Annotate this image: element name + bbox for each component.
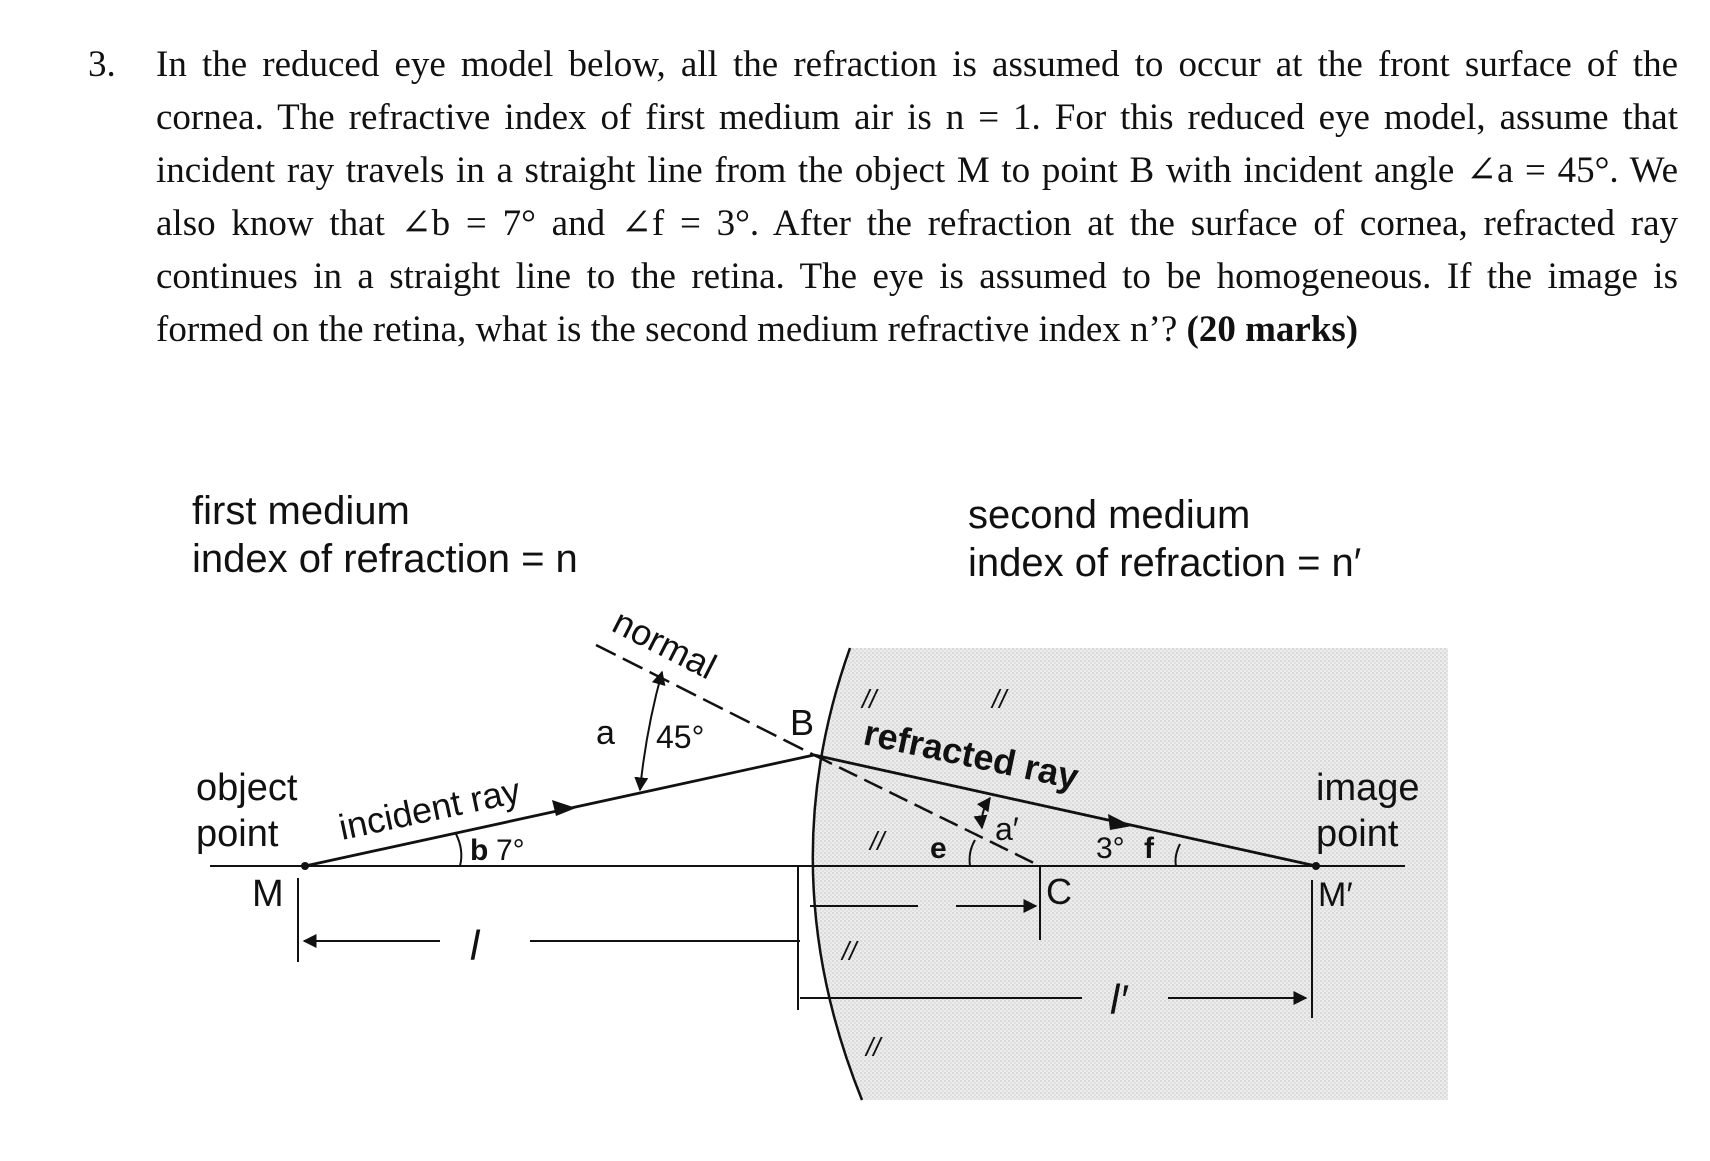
tick-mark-5: // (864, 1032, 883, 1062)
point-b-label: B (790, 702, 814, 743)
point-m-label: M (252, 873, 284, 915)
point-c-label: C (1046, 871, 1072, 912)
object-point-line1: object (196, 767, 298, 809)
image-point-line1: image (1316, 767, 1420, 809)
first-medium-label: first medium (192, 489, 410, 533)
image-point-line2: point (1316, 813, 1399, 855)
incident-ray-arrow (552, 800, 576, 816)
angle-a-letter: a (596, 714, 615, 752)
cornea-surface (811, 647, 864, 1101)
tick-mark-3: // (868, 826, 887, 856)
eye-region (812, 648, 1448, 1100)
point-m-dot (301, 862, 309, 870)
angle-a-prime-arc (973, 796, 991, 830)
angle-b-arc (455, 833, 463, 867)
question-number: 3. (88, 44, 116, 85)
second-medium-refraction: index of refraction = n′ (968, 541, 1361, 585)
angle-a-arc (634, 670, 666, 792)
angle-a-value: 45° (656, 719, 704, 755)
angle-e-label: e (930, 832, 947, 865)
point-m-prime-label: M′ (1318, 876, 1353, 914)
normal-label: normal (606, 601, 723, 687)
tick-mark-1: // (860, 684, 879, 714)
angle-a-prime-label: a′ (995, 811, 1019, 847)
refracted-ray-arrow (1108, 814, 1132, 830)
angle-f-letter: f (1144, 832, 1155, 865)
question-body: In the reduced eye model below, all the … (156, 38, 1678, 356)
first-medium-refraction: index of refraction = n (192, 537, 578, 581)
distance-l-prime-label: l′ (1110, 976, 1129, 1023)
normal-line (595, 643, 817, 758)
question-marks: (20 marks) (1186, 309, 1359, 350)
angle-f-arc (1174, 843, 1181, 867)
angle-b-letter: b (470, 834, 488, 867)
refracted-ray (813, 753, 1317, 868)
second-medium-label: second medium (968, 493, 1250, 537)
point-m-prime-dot (1312, 862, 1320, 870)
tick-mark-2: // (990, 684, 1009, 714)
angle-b-value: 7° (496, 834, 525, 867)
tick-mark-4: // (840, 936, 859, 966)
object-point-line2: point (196, 813, 279, 855)
question-statement: In the reduced eye model below, all the … (156, 44, 1678, 350)
normal-extension (813, 753, 1041, 868)
question-text: 3. In the reduced eye model below, all t… (88, 38, 1678, 356)
angle-e-arc (968, 839, 976, 867)
distance-l-label: l (470, 922, 481, 969)
angle-f-value: 3° (1096, 832, 1125, 865)
